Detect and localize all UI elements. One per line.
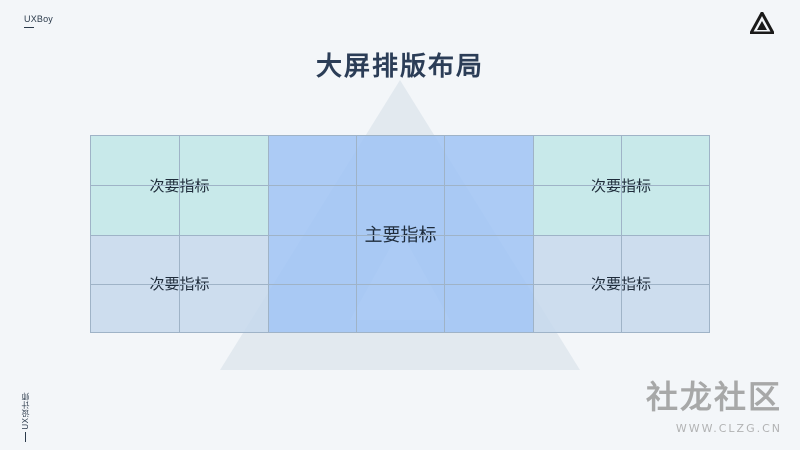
page-title: 大屏排版布局	[315, 51, 484, 81]
triangle-logo-icon	[750, 12, 774, 34]
grid-line	[179, 136, 180, 332]
secondary-metric-label: 次要指标	[590, 178, 651, 195]
grid-line	[621, 136, 622, 332]
site-watermark: 社龙社区 WWW.CLZG.CN	[612, 372, 782, 440]
site-watermark-url: WWW.CLZG.CN	[675, 422, 782, 435]
site-watermark-name: 社龙社区	[645, 378, 782, 416]
side-label: UX设计师	[21, 392, 30, 430]
primary-metric-label: 主要指标	[364, 225, 437, 245]
side-underline	[25, 432, 26, 442]
grid-line	[533, 136, 534, 332]
grid-line	[91, 185, 709, 186]
grid-line	[444, 136, 445, 332]
grid-line	[356, 136, 357, 332]
grid-line	[268, 136, 269, 332]
brand-name: UXBoy	[24, 14, 54, 24]
grid-line	[91, 235, 709, 236]
grid-line	[91, 284, 709, 285]
layout-grid: 次要指标 次要指标 主要指标 次要指标 次要指标	[90, 135, 710, 333]
primary-metric: 主要指标	[268, 136, 533, 332]
brand-underline	[24, 27, 34, 28]
